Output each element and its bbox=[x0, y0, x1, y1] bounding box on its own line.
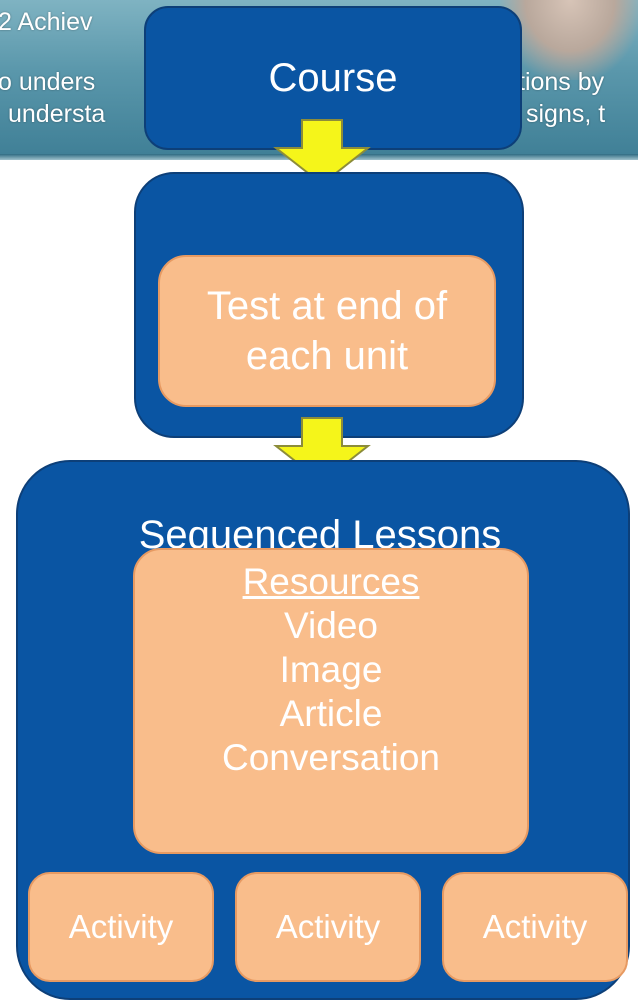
banner-text-line-1: 2 Achiev bbox=[0, 8, 93, 36]
banner-text-line-2-left: o unders bbox=[0, 68, 96, 96]
test-box: Test at end of each unit bbox=[158, 255, 496, 407]
resource-video: Video bbox=[284, 605, 378, 646]
test-label: Test at end of each unit bbox=[206, 284, 448, 378]
activity-box-2: Activity bbox=[235, 872, 421, 982]
activity-box-3: Activity bbox=[442, 872, 628, 982]
resources-heading: Resources bbox=[242, 561, 420, 602]
banner-text-line-3-right: signs, t bbox=[526, 100, 606, 128]
activity-label: Activity bbox=[68, 908, 174, 945]
banner-photo bbox=[500, 0, 638, 80]
down-arrow-icon bbox=[273, 119, 371, 186]
course-label: Course bbox=[268, 55, 398, 100]
resources-box: Resources Video Image Article Conversati… bbox=[133, 548, 529, 854]
activity-label: Activity bbox=[482, 908, 588, 945]
resource-conversation: Conversation bbox=[221, 737, 440, 778]
banner-text-line-2-right: tions by bbox=[518, 68, 605, 96]
resource-article: Article bbox=[279, 693, 383, 734]
activity-label: Activity bbox=[275, 908, 381, 945]
activity-box-1: Activity bbox=[28, 872, 214, 982]
banner-text-line-3-left: understa bbox=[8, 100, 106, 128]
lessons-title: Sequenced Lessons bbox=[138, 513, 502, 552]
resource-image: Image bbox=[279, 649, 383, 690]
